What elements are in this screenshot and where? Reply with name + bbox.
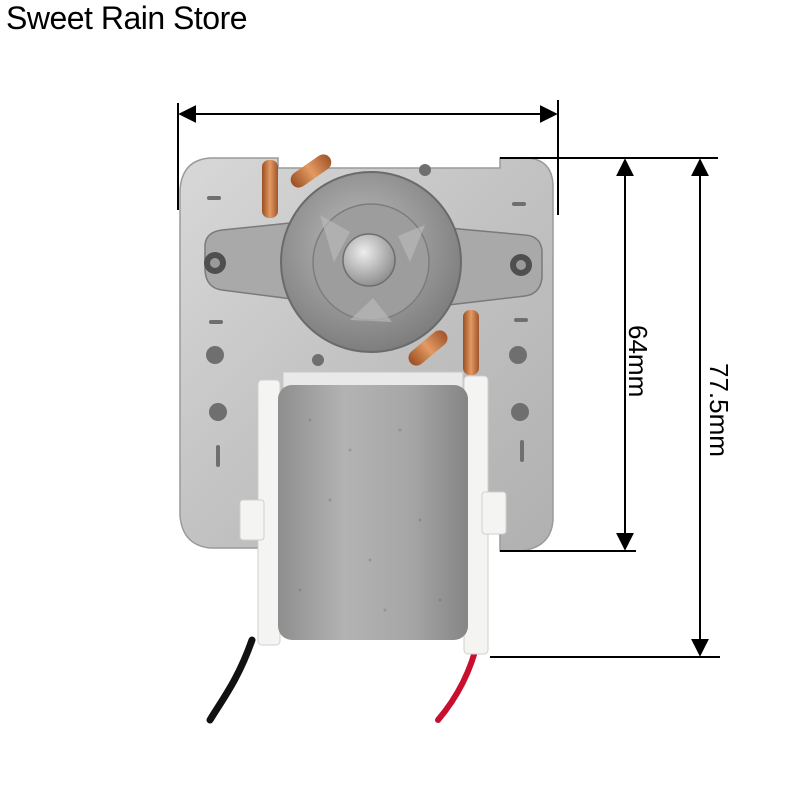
motor-coil	[278, 385, 468, 640]
motor-shaft	[342, 233, 396, 287]
inner-height-dimension	[500, 157, 718, 552]
copper-shading-coils	[262, 154, 479, 375]
overall-height-label: 77.5mm	[704, 363, 734, 457]
black-wire	[206, 636, 256, 724]
inner-height-label: 64mm	[623, 325, 653, 397]
store-name-title: Sweet Rain Store	[6, 0, 248, 36]
overall-height-dimension	[490, 158, 720, 658]
plate-holes	[206, 164, 529, 467]
